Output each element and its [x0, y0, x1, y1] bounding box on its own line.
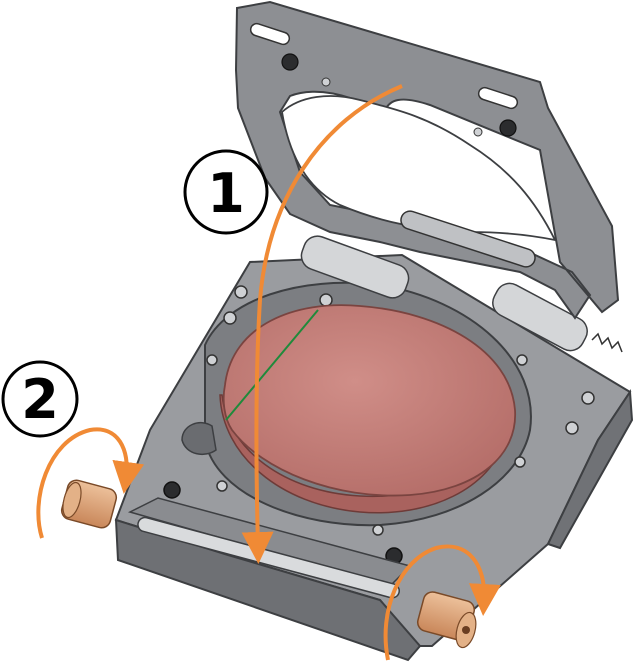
- screws: [163, 285, 595, 565]
- screw-icon: [223, 311, 237, 325]
- thumb-knob-right[interactable]: [416, 590, 480, 650]
- lid-slot: [249, 22, 291, 46]
- step-label-1: 1: [183, 149, 269, 235]
- screw-icon: [163, 481, 181, 499]
- pocket-notch: [181, 421, 217, 456]
- wafer: [219, 304, 516, 514]
- curved-arrow-icon: [383, 544, 501, 661]
- screw-icon: [321, 77, 331, 87]
- knob-end-face: [62, 481, 82, 519]
- base-plate-front-face: [114, 518, 422, 662]
- step-number-1: 1: [207, 162, 245, 225]
- screw-icon: [565, 421, 579, 435]
- curved-arrow-icon: [36, 427, 145, 539]
- step-number-2: 2: [21, 368, 59, 431]
- base-plate-right-face: [546, 389, 634, 550]
- hinge-barrel-left: [300, 235, 410, 299]
- curved-arrow-icon: [241, 84, 403, 564]
- screw-icon: [234, 285, 248, 299]
- screw-icon: [473, 127, 483, 137]
- screw-icon: [281, 53, 299, 71]
- lid-window: [281, 95, 557, 242]
- screw-icon: [372, 524, 384, 536]
- knob-hole: [462, 626, 470, 634]
- screw-icon: [581, 391, 595, 405]
- lid-slot: [477, 86, 519, 110]
- screw-icon: [516, 354, 528, 366]
- step-circle-2: [1, 360, 79, 438]
- screw-icon: [499, 119, 517, 137]
- screw-icon: [216, 480, 228, 492]
- step-label-2: 2: [1, 360, 79, 438]
- thumb-knob-left[interactable]: [60, 478, 119, 530]
- arrows: [36, 84, 501, 661]
- wafer-top: [222, 304, 516, 497]
- scribe-line: [225, 309, 319, 421]
- screw-icon: [514, 456, 526, 468]
- hinge-barrel-right: [492, 282, 588, 352]
- hinged-lid-icon: [234, 0, 620, 320]
- screw-icon: [319, 293, 333, 307]
- lid-bar-slot: [400, 210, 536, 268]
- hinged-lid: [234, 0, 620, 320]
- step-circle-1: [183, 149, 269, 235]
- screw-icon: [206, 354, 218, 366]
- hinge-spring: [591, 332, 623, 353]
- hinges: [300, 235, 623, 353]
